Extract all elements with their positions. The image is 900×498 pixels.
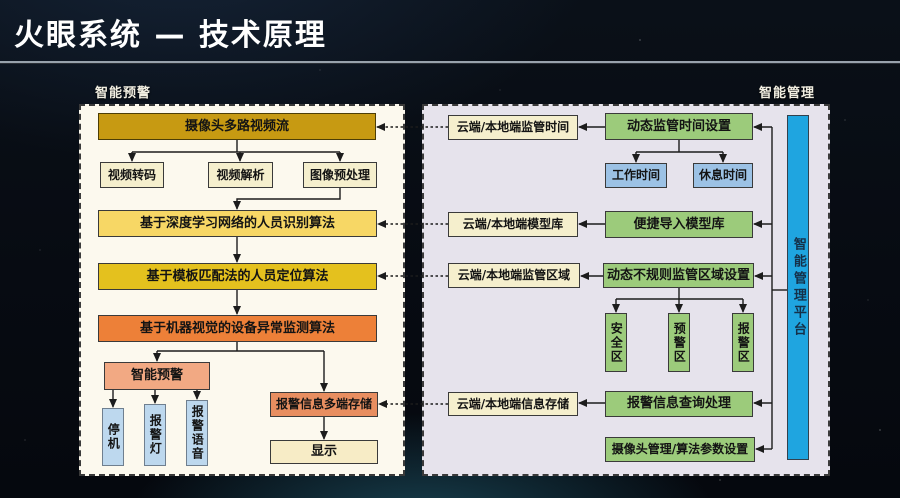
node-work-time: 工作时间 bbox=[605, 163, 667, 188]
node-alarm-voice: 报警语音 bbox=[186, 400, 208, 466]
node-device-anomaly: 基于机器视觉的设备异常监测算法 bbox=[98, 315, 377, 342]
node-stop-machine: 停机 bbox=[102, 408, 124, 466]
node-person-recognition: 基于深度学习网络的人员识别算法 bbox=[98, 210, 377, 237]
node-video-parse: 视频解析 bbox=[208, 162, 273, 188]
node-model-import: 便捷导入模型库 bbox=[605, 211, 753, 238]
node-alarm-zone: 报警区 bbox=[732, 313, 754, 372]
node-video-transcode: 视频转码 bbox=[100, 162, 164, 188]
panel-smart-management bbox=[422, 104, 830, 476]
node-safe-zone: 安全区 bbox=[605, 313, 627, 372]
node-display: 显示 bbox=[270, 440, 378, 464]
node-camera-param: 摄像头管理/算法参数设置 bbox=[605, 437, 755, 462]
panel-label-smart-warning: 智能预警 bbox=[95, 86, 152, 101]
node-cloud-info: 云端/本地端信息存储 bbox=[448, 392, 578, 416]
title-divider bbox=[0, 61, 900, 64]
node-region-setting: 动态不规则监管区域设置 bbox=[603, 263, 754, 288]
node-image-preprocess: 图像预处理 bbox=[303, 162, 377, 188]
node-platform-bar: 智能管理平台 bbox=[787, 115, 809, 460]
node-multi-storage: 报警信息多端存储 bbox=[270, 392, 378, 417]
panel-label-smart-management: 智能管理 bbox=[759, 86, 816, 101]
node-camera-stream: 摄像头多路视频流 bbox=[98, 113, 376, 140]
node-alarm-light: 报警灯 bbox=[144, 404, 166, 466]
node-rest-time: 休息时间 bbox=[693, 163, 753, 188]
node-time-setting: 动态监管时间设置 bbox=[605, 113, 753, 140]
node-warning-zone: 预警区 bbox=[668, 313, 690, 372]
node-cloud-model: 云端/本地端模型库 bbox=[448, 212, 578, 237]
node-smart-warning: 智能预警 bbox=[104, 362, 210, 390]
node-cloud-time: 云端/本地端监管时间 bbox=[448, 115, 578, 140]
node-info-query: 报警信息查询处理 bbox=[605, 391, 753, 417]
node-person-location: 基于模板匹配法的人员定位算法 bbox=[98, 263, 377, 290]
panel-smart-warning bbox=[79, 104, 405, 476]
page-title: 火眼系统 — 技术原理 bbox=[14, 18, 327, 53]
node-cloud-region: 云端/本地端监管区域 bbox=[448, 263, 580, 288]
